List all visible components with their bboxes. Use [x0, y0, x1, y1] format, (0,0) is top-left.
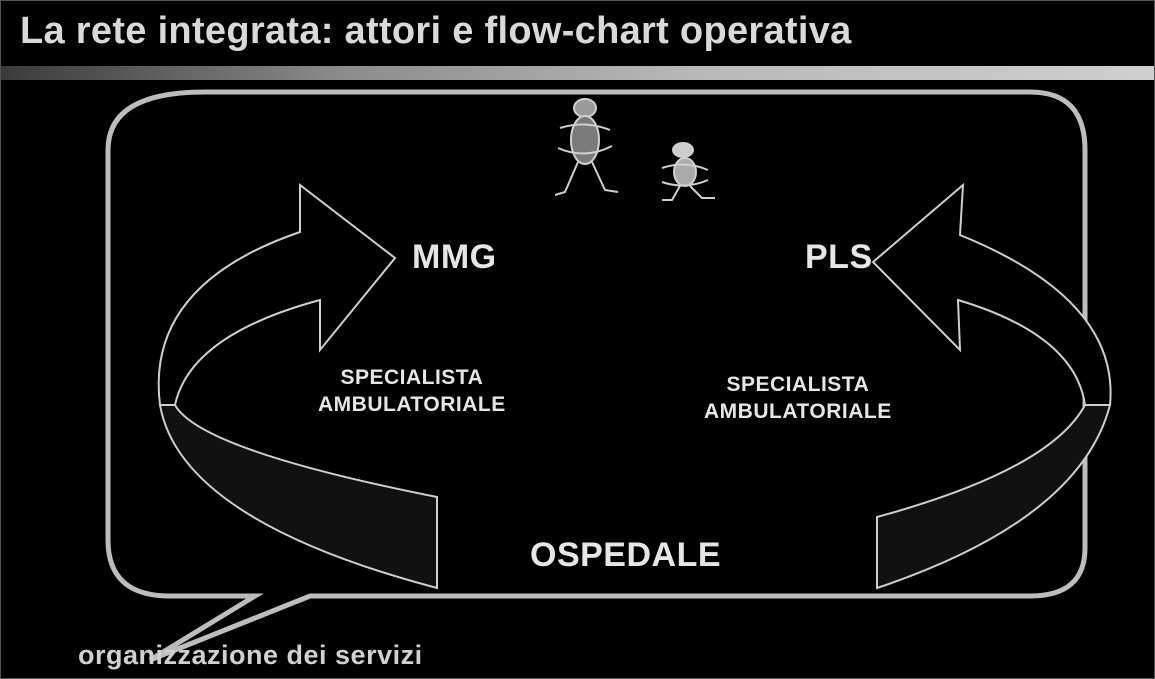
node-specialista-left: SPECIALISTA AMBULATORIALE [318, 364, 506, 418]
left-cycle-arrow [157, 182, 438, 590]
right-cycle-arrow [871, 182, 1112, 590]
specialista-right-line1: SPECIALISTA [726, 373, 870, 396]
child-figure-icon [661, 142, 715, 201]
title-bar: La rete integrata: attori e flow-chart o… [0, 0, 1155, 66]
callout-caption: organizzazione dei servizi [78, 640, 423, 670]
slide-title: La rete integrata: attori e flow-chart o… [20, 10, 852, 52]
specialista-right-line2: AMBULATORIALE [704, 400, 892, 423]
node-ospedale: OSPEDALE [530, 536, 722, 574]
specialista-left-line1: SPECIALISTA [340, 366, 484, 389]
node-pls: PLS [805, 238, 873, 276]
title-underline [0, 66, 1155, 80]
node-mmg: MMG [412, 238, 497, 276]
node-specialista-right: SPECIALISTA AMBULATORIALE [704, 371, 892, 425]
specialista-left-line2: AMBULATORIALE [318, 393, 506, 416]
adult-figure-icon [554, 98, 619, 196]
speech-bubble-frame [105, 89, 1088, 663]
